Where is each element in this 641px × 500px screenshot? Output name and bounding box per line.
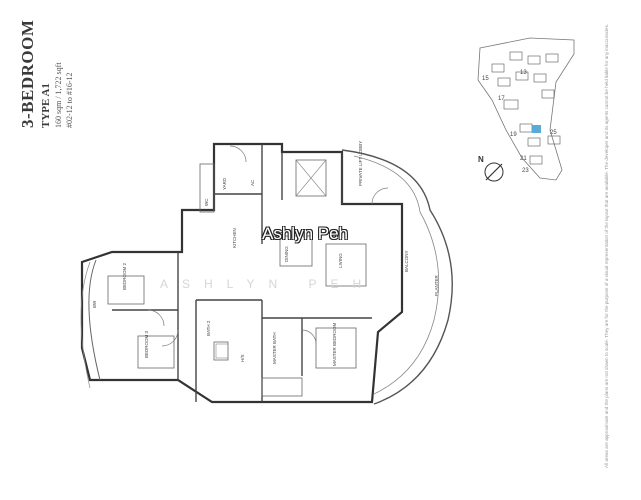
door-swing [229,145,247,163]
room-label-master-bedroom: MASTER BEDROOM [332,322,337,366]
room-label-ac: AC [250,179,255,186]
bed-master [315,327,357,369]
lift-shaft [295,159,327,197]
living-sofa [325,243,367,287]
watermark-faint: ASHLYN PEH [160,277,376,291]
site-block [503,99,519,110]
room-label-wc: WC [204,198,209,206]
room-label-bedroom-2: BEDROOM 2 [122,262,127,290]
bay-window-ledge [80,261,91,389]
door-swing [301,329,317,345]
site-block [515,71,529,81]
room-label-master-bath: MASTER BATH [272,332,277,364]
site-block [545,53,559,63]
room-label-planter: PLANTER [434,274,439,296]
site-boundary [477,37,575,181]
shower-tray [215,343,229,359]
site-block-label: 17 [498,96,505,102]
room-label-kitchen: KITCHEN [232,228,237,248]
site-block [533,73,547,83]
watermark: Ashlyn Peh [262,224,348,243]
bay-window-curve [88,259,101,381]
site-block [497,77,511,87]
room-label-private-lift-lobby: PRIVATE LIFT LOBBY [358,141,363,186]
site-block [527,55,541,65]
lift-cross [295,159,327,197]
room-label-living: LIVING [338,253,343,268]
site-block-label: 21 [520,156,527,162]
site-block [541,89,555,99]
site-block [491,63,505,73]
bed-bedroom-2 [107,275,145,305]
highlighted-block [532,125,541,133]
door-swing [161,329,179,347]
door-swing [147,309,165,327]
dining-table [279,235,313,267]
site-block [509,51,523,61]
site-block [529,155,543,165]
site-block-label: 13 [520,70,527,76]
compass-north-label: N [478,155,484,164]
site-block [527,137,541,147]
site-key-plan: 15 13 17 19 21 23 25 [477,37,575,181]
room-label-dining: DINING [284,246,289,262]
balcony-edge [341,149,453,405]
site-block-label: 15 [482,76,489,82]
compass-icon: N [478,155,504,182]
site-block [547,135,561,145]
outer-wall [80,142,404,404]
site-block-label: 19 [510,132,517,138]
room-label-bath-2: BATH 2 [206,320,211,336]
balcony-railing [353,155,440,395]
door-swing [371,187,389,205]
site-block-label: 25 [550,130,557,136]
room-label-balcony: BALCONY [404,250,409,272]
bathtub-master [261,377,303,397]
bed-bedroom-3 [137,335,175,369]
site-block-label: 23 [522,168,529,174]
room-label-yard: YARD [222,177,227,190]
room-label-household-shelter: H/S [240,354,245,362]
room-label-bedroom-3: BEDROOM 3 [144,330,149,358]
room-label-bay-window: BW [92,300,97,308]
kitchen-counter [199,163,215,213]
disclaimer-text: All areas are approximate and the plans … [604,23,609,468]
